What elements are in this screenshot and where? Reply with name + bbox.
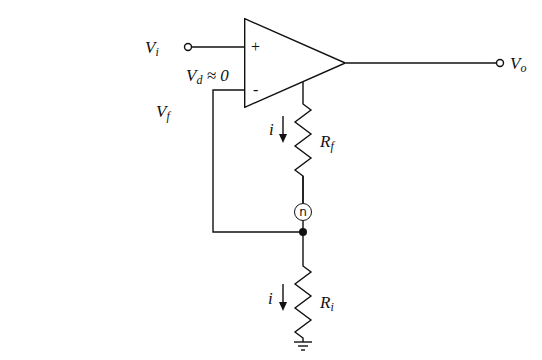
- input-terminal: [185, 44, 192, 51]
- wire: [302, 176, 303, 203]
- ground-symbol: [298, 345, 308, 346]
- feedback-wire: [213, 90, 303, 232]
- node-label: n: [299, 206, 307, 218]
- input-wire: [192, 46, 245, 47]
- signal-name: Rf: [320, 133, 334, 152]
- arrow-head: [279, 302, 287, 311]
- resistor-symbol: [295, 232, 311, 342]
- opamp-triangle: +-: [244, 18, 346, 108]
- ground-symbol: [301, 349, 305, 350]
- current-label: i: [268, 290, 273, 307]
- arrow-head: [279, 134, 287, 143]
- ground-symbol: [294, 341, 312, 342]
- current-label: i: [269, 121, 274, 138]
- opamp-outline: [244, 18, 346, 108]
- input-sign: -: [253, 82, 258, 98]
- signal-name: Vd ≈ 0: [186, 67, 229, 86]
- input-sign: +: [251, 39, 260, 55]
- signal-name: Vi: [145, 39, 159, 58]
- signal-name: Ri: [320, 294, 334, 313]
- node-circle: n: [294, 203, 312, 221]
- output-terminal: [497, 60, 504, 67]
- output-wire: [346, 62, 496, 63]
- signal-name: Vo: [510, 55, 526, 74]
- signal-name: Vf: [156, 103, 170, 122]
